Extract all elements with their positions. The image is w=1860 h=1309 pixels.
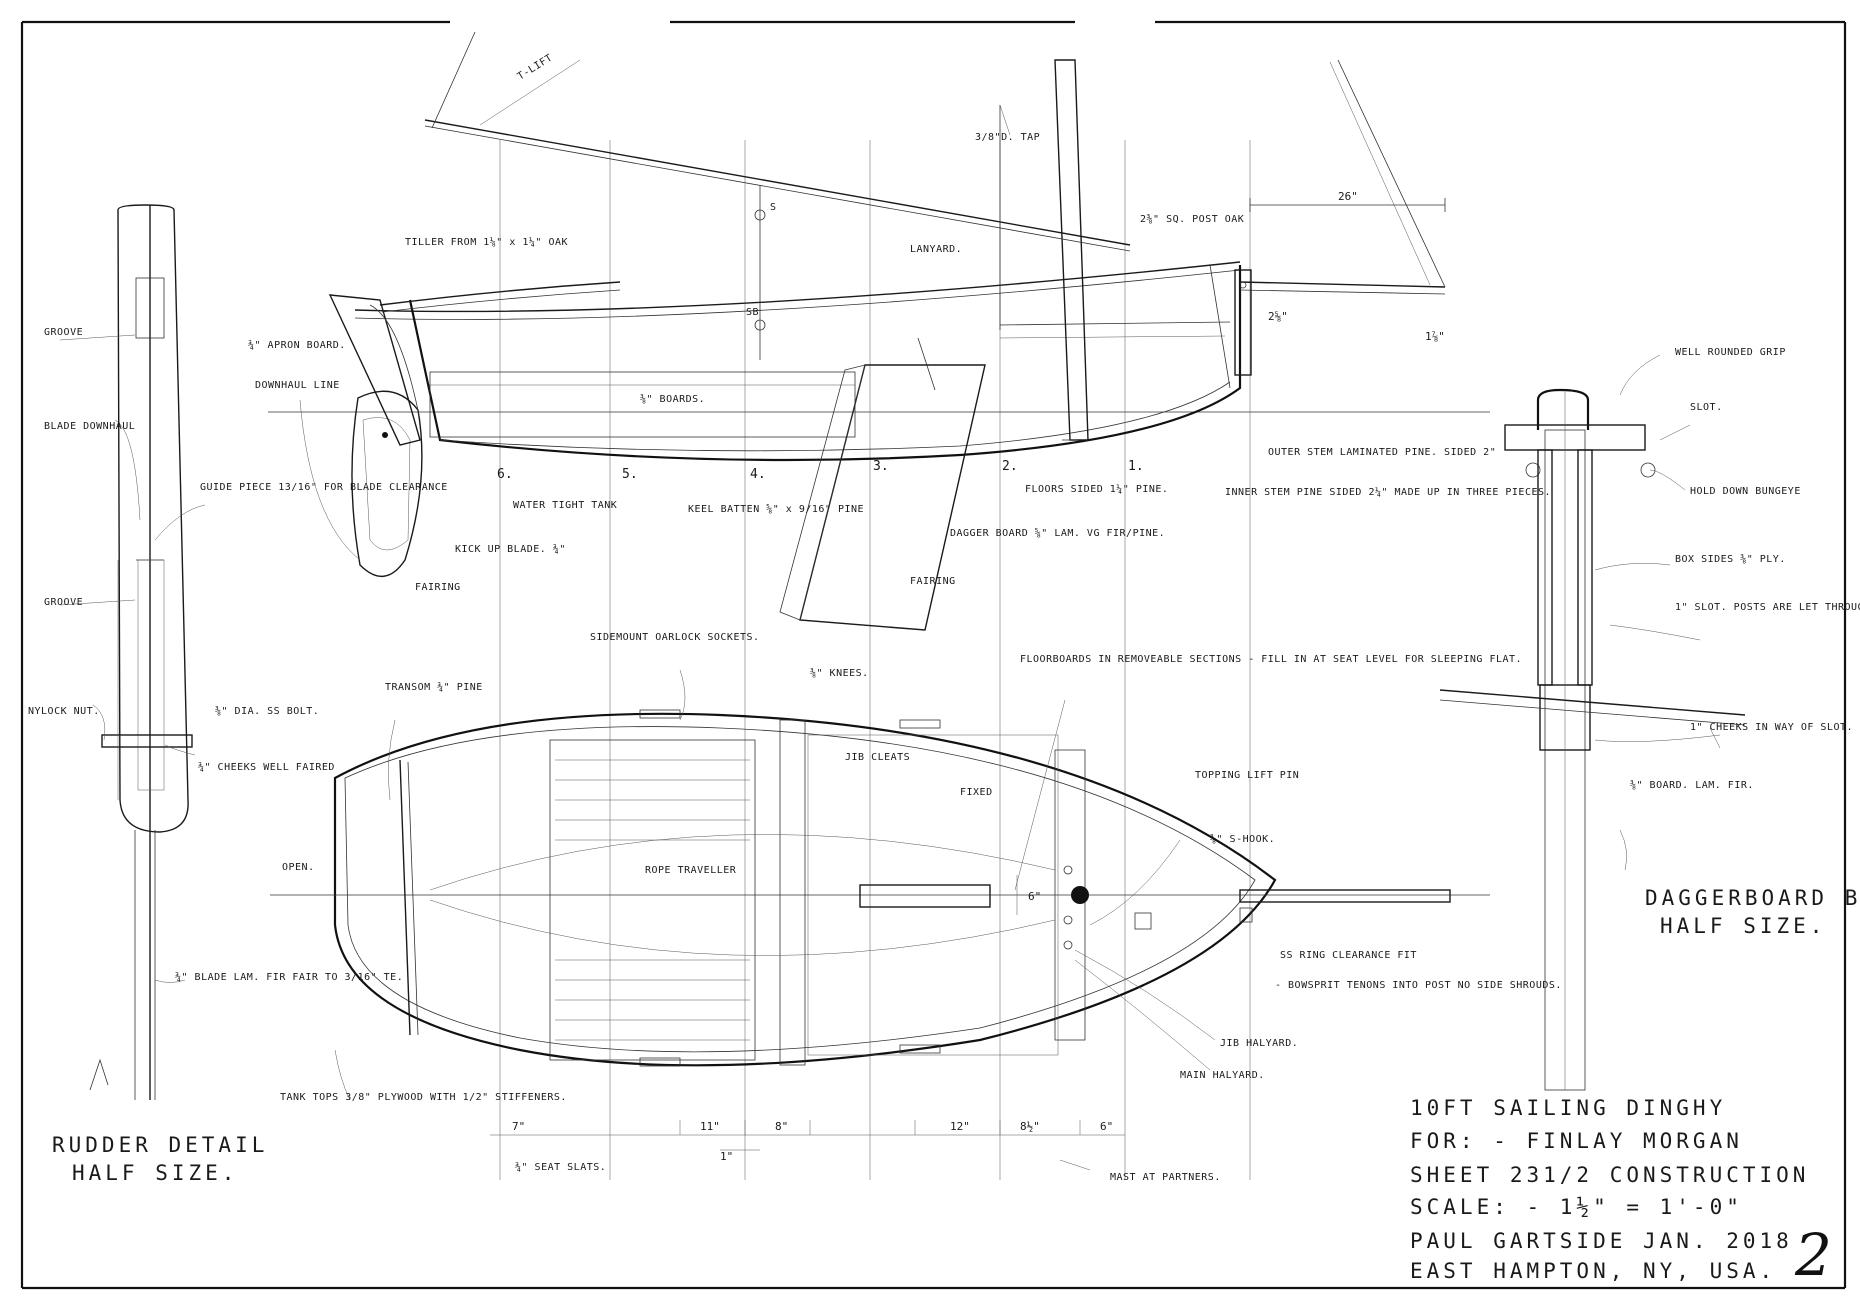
- profile-label-spar: 3/8"D. TAP: [975, 132, 1040, 143]
- profile-label-post: 2⅜" SQ. POST OAK: [1140, 213, 1244, 225]
- profile-label-boards: ⅜" BOARDS.: [640, 393, 705, 405]
- daggerboard-box-view: [1439, 354, 1746, 1091]
- box-label-box-sides: BOX SIDES ⅜" PLY.: [1675, 553, 1786, 565]
- profile-label-tiller: TILLER FROM 1⅛" x 1¼" OAK: [405, 236, 568, 248]
- sheet-number: 2: [1794, 1221, 1832, 1289]
- plan-label-tank-tops: TANK TOPS 3/8" PLYWOOD WITH 1/2" STIFFEN…: [280, 1092, 567, 1103]
- box-label-grip: WELL ROUNDED GRIP: [1675, 347, 1786, 358]
- seat-slats: [555, 759, 750, 1041]
- box-label-board: ⅜" BOARD. LAM. FIR.: [1630, 779, 1754, 791]
- box-label-slot: SLOT.: [1690, 402, 1723, 413]
- plan-dim-12: 12": [950, 1120, 970, 1133]
- title-line-6: EAST HAMPTON, NY, USA.: [1410, 1259, 1776, 1283]
- rudder-label-blade-downhaul: BLADE DOWNHAUL: [44, 421, 135, 432]
- plan-label-mast-at: MAST AT PARTNERS.: [1110, 1172, 1221, 1183]
- title-line-5: PAUL GARTSIDE JAN. 2018: [1410, 1229, 1793, 1253]
- station-1: 1.: [1128, 459, 1144, 474]
- rudder-label-groove-mid: GROOVE: [44, 597, 83, 608]
- station-4: 4.: [750, 467, 766, 482]
- plan-label-rope: ROPE TRAVELLER: [645, 865, 737, 876]
- profile-station-numbers: 6. 5. 4. 3. 2. 1.: [497, 459, 1144, 482]
- profile-dim-5-8: 2⅝": [1268, 310, 1288, 323]
- plan-dim-11: 11": [700, 1120, 720, 1133]
- title-line-3: SHEET 231/2 CONSTRUCTION: [1410, 1163, 1809, 1187]
- plan-label-fixed: FIXED: [960, 787, 993, 798]
- plan-dim-7: 7": [512, 1120, 525, 1133]
- plan-dim-8: 8": [775, 1120, 788, 1133]
- rudder-label-cheeks: ¾" CHEEKS WELL FAIRED: [198, 761, 335, 773]
- rudder-detail-view: [59, 204, 206, 1100]
- title-line-1: 10FT SAILING DINGHY: [1410, 1096, 1726, 1120]
- profile-label-keel: KEEL BATTEN ⅝" x 9/16" PINE: [688, 503, 864, 515]
- profile-label-fairing: FAIRING: [415, 582, 461, 593]
- plan-label-main-halyard: MAIN HALYARD.: [1180, 1070, 1265, 1081]
- sheet-border: [20, 20, 1847, 1290]
- profile-label-s: S: [770, 202, 777, 213]
- profile-label-lanyard: LANYARD.: [910, 244, 962, 255]
- rudder-detail-title: RUDDER DETAIL: [52, 1133, 268, 1157]
- plan-label-jib-halyard: JIB HALYARD.: [1220, 1038, 1298, 1049]
- plan-label-ring: SS RING CLEARANCE FIT: [1280, 950, 1417, 961]
- plan-dim-8-5: 8½": [1020, 1120, 1040, 1133]
- plan-label-transom: TRANSOM ¾" PINE: [385, 681, 483, 693]
- station-6: 6.: [497, 467, 513, 482]
- station-3: 3.: [873, 459, 889, 474]
- rudder-detail-subtitle: HALF SIZE.: [72, 1161, 238, 1185]
- daggerboard-box-title: DAGGERBOARD BOX.: [1645, 886, 1860, 910]
- plan-view: [270, 669, 1490, 1171]
- rudder-label-nylock: NYLOCK NUT.: [28, 706, 100, 717]
- station-5: 5.: [622, 467, 638, 482]
- profile-dim-1-8: 1⅞": [1425, 330, 1445, 343]
- profile-label-apron: ¾" APRON BOARD.: [248, 339, 346, 351]
- plan-label-open: OPEN.: [282, 862, 315, 873]
- profile-view: [268, 31, 1490, 1180]
- profile-label-outer-stem: OUTER STEM LAMINATED PINE. SIDED 2": [1268, 447, 1496, 458]
- box-label-holddown: HOLD DOWN BUNGEYE: [1690, 486, 1801, 497]
- title-line-4: SCALE: - 1½" = 1'-0": [1410, 1195, 1743, 1219]
- rudder-label-blade: ¾" BLADE LAM. FIR FAIR TO 3/16" TE.: [175, 971, 403, 983]
- station-2: 2.: [1002, 459, 1018, 474]
- box-label-posts: 1" SLOT. POSTS ARE LET THROUGH KEEL.: [1675, 602, 1860, 613]
- profile-label-water-tank: WATER TIGHT TANK: [513, 500, 617, 511]
- plan-label-topping: TOPPING LIFT PIN: [1195, 770, 1299, 781]
- plan-dim-1: 1": [720, 1150, 733, 1163]
- rudder-label-groove-top: GROOVE: [44, 327, 83, 338]
- profile-label-floors: FLOORS SIDED 1¼" PINE.: [1025, 483, 1168, 495]
- plan-label-hook: ⅜" S-HOOK.: [1210, 833, 1275, 845]
- title-line-2: FOR: - FINLAY MORGAN: [1410, 1129, 1743, 1153]
- rudder-label-guide-piece: GUIDE PIECE 13/16" FOR BLADE CLEARANCE: [200, 482, 448, 493]
- daggerboard-box-subtitle: HALF SIZE.: [1660, 914, 1826, 938]
- box-label-cheeks: 1" CHEEKS IN WAY OF SLOT.: [1690, 722, 1853, 733]
- title-block: 10FT SAILING DINGHY FOR: - FINLAY MORGAN…: [1410, 1096, 1832, 1289]
- plan-label-floorboards: FLOORBOARDS IN REMOVEABLE SECTIONS - FIL…: [1020, 654, 1522, 665]
- profile-label-sb: SB: [746, 307, 759, 318]
- plan-dim-6: 6": [1100, 1120, 1113, 1133]
- plan-label-knees: ⅜" KNEES.: [810, 667, 869, 679]
- plan-label-jib-cleats: JIB CLEATS: [845, 752, 910, 763]
- plan-label-bowsprit: - BOWSPRIT TENONS INTO POST NO SIDE SHRO…: [1275, 980, 1562, 991]
- profile-label-fairing-2: FAIRING: [910, 576, 956, 587]
- profile-label-daggerboard: DAGGER BOARD ⅝" LAM. VG FIR/PINE.: [950, 527, 1165, 539]
- profile-label-inner-stem: INNER STEM PINE SIDED 2¼" MADE UP IN THR…: [1225, 486, 1551, 498]
- profile-label-downhaul: DOWNHAUL LINE: [255, 380, 340, 391]
- plan-label-oarlock: SIDEMOUNT OARLOCK SOCKETS.: [590, 632, 760, 643]
- plan-label-seat-slats: ¾" SEAT SLATS.: [515, 1161, 606, 1173]
- rudder-label-bolt: ⅜" DIA. SS BOLT.: [215, 705, 319, 717]
- profile-dim-26: 26": [1338, 190, 1358, 203]
- plan-dim-6b: 6": [1028, 890, 1041, 903]
- profile-label-kickup: KICK UP BLADE. ¾": [455, 543, 566, 555]
